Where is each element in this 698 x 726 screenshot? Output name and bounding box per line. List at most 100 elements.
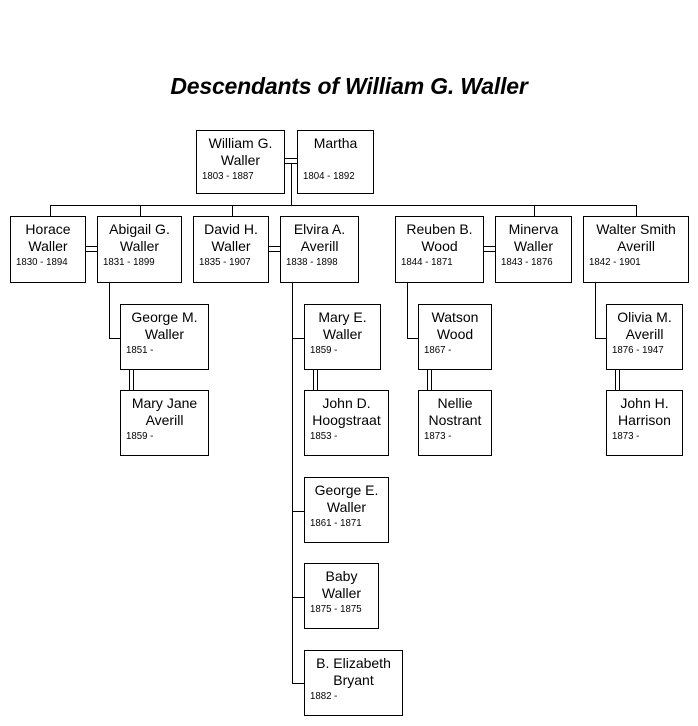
person-name: Watson: [431, 309, 479, 325]
person-surname: Wood: [421, 238, 458, 254]
marriage-line: [269, 251, 280, 253]
person-dates: 1831 - 1899: [103, 256, 155, 268]
person-dates: 1861 - 1871: [310, 517, 362, 529]
person-dates: 1873 -: [612, 430, 640, 442]
person-name: George M.: [131, 309, 198, 325]
descent-line: [292, 597, 304, 599]
person-dates: 1859 -: [310, 344, 338, 356]
descent-line: [291, 164, 293, 206]
descent-line: [109, 283, 111, 339]
marriage-line: [484, 251, 495, 253]
person-dates: 1803 - 1887: [202, 170, 254, 182]
person-dates: 1838 - 1898: [286, 256, 338, 268]
person-surname: Harrison: [618, 412, 671, 428]
marriage-line: [86, 246, 97, 248]
descent-line: [407, 283, 409, 339]
person-name: Olivia M.: [617, 309, 672, 325]
person-surname: Waller: [119, 238, 160, 254]
person-surname: Averill: [145, 412, 184, 428]
drop-line: [636, 205, 638, 216]
marriage-line: [431, 370, 433, 390]
person-box-john-d: John D.Hoogstraat 1853 -: [304, 390, 389, 456]
person-box-george-e: George E.Waller 1861 - 1871: [304, 477, 389, 543]
person-box-elvira: Elvira A.Averill 1838 - 1898: [280, 216, 359, 283]
person-dates: 1851 -: [126, 344, 154, 356]
drop-line: [232, 205, 234, 216]
person-dates: 1853 -: [310, 430, 338, 442]
person-box-reuben: Reuben B.Wood 1844 - 1871: [395, 216, 484, 283]
marriage-line: [285, 163, 297, 165]
person-name: William G.: [208, 135, 273, 151]
marriage-line: [285, 158, 297, 160]
person-surname: Averill: [617, 238, 655, 254]
person-surname: Waller: [220, 152, 261, 168]
person-dates: 1830 - 1894: [16, 256, 68, 268]
marriage-line: [133, 370, 135, 390]
person-dates: 1835 - 1907: [199, 256, 251, 268]
person-name: Mary E.: [318, 309, 367, 325]
drop-line: [534, 205, 536, 216]
person-surname: Hoogstraat: [312, 412, 381, 428]
person-name: Martha: [313, 135, 358, 151]
drop-line: [140, 205, 142, 216]
person-box-william: William G.Waller 1803 - 1887: [196, 130, 285, 194]
person-box-mary-e: Mary E.Waller 1859 -: [304, 304, 381, 370]
person-dates: 1859 -: [126, 430, 154, 442]
person-dates: 1844 - 1871: [401, 256, 453, 268]
sibling-bar: [50, 205, 637, 207]
person-surname: Averill: [625, 326, 664, 342]
person-surname: Waller: [28, 238, 68, 254]
descent-line: [292, 683, 304, 685]
marriage-line: [484, 246, 495, 248]
person-name: B. Elizabeth: [316, 655, 391, 671]
person-name: Horace: [25, 221, 71, 237]
person-surname: Waller: [211, 238, 251, 254]
person-name: Elvira A.: [293, 221, 346, 237]
marriage-line: [269, 246, 280, 248]
person-surname: Wood: [436, 326, 474, 342]
page-title: Descendants of William G. Waller: [170, 73, 528, 99]
descent-line: [595, 283, 597, 339]
person-name: John D.: [322, 395, 371, 411]
marriage-line: [129, 370, 131, 390]
descent-line: [407, 338, 418, 340]
descent-line: [292, 338, 304, 340]
person-name: Mary Jane: [131, 395, 198, 411]
person-surname: Bryant: [333, 672, 374, 688]
person-surname: Waller: [322, 326, 363, 342]
descent-line: [109, 338, 120, 340]
descent-line: [595, 338, 606, 340]
descent-line: [292, 511, 304, 513]
person-name: David H.: [204, 221, 258, 237]
person-name: Abigail G.: [109, 221, 170, 237]
person-surname: Waller: [513, 238, 554, 254]
person-surname: Waller: [326, 499, 367, 515]
person-name: Baby: [325, 568, 358, 584]
person-surname: Averill: [300, 238, 339, 254]
person-box-olivia: Olivia M.Averill 1876 - 1947: [606, 304, 683, 370]
person-dates: 1876 - 1947: [612, 344, 664, 356]
person-surname: Nostrant: [428, 412, 482, 428]
person-dates: 1882 -: [310, 690, 338, 702]
person-box-david: David H.Waller 1835 - 1907: [193, 216, 269, 283]
marriage-line: [619, 370, 621, 390]
person-name: Minerva: [508, 221, 559, 237]
marriage-line: [427, 370, 429, 390]
person-name: George E.: [314, 482, 379, 498]
drop-line: [50, 205, 52, 216]
descent-line: [292, 283, 294, 684]
person-dates: 1842 - 1901: [589, 256, 641, 268]
marriage-line: [615, 370, 617, 390]
marriage-line: [317, 370, 319, 390]
marriage-line: [313, 370, 315, 390]
person-surname: Waller: [321, 585, 362, 601]
person-dates: 1843 - 1876: [501, 256, 553, 268]
person-name: Reuben B.: [406, 221, 473, 237]
